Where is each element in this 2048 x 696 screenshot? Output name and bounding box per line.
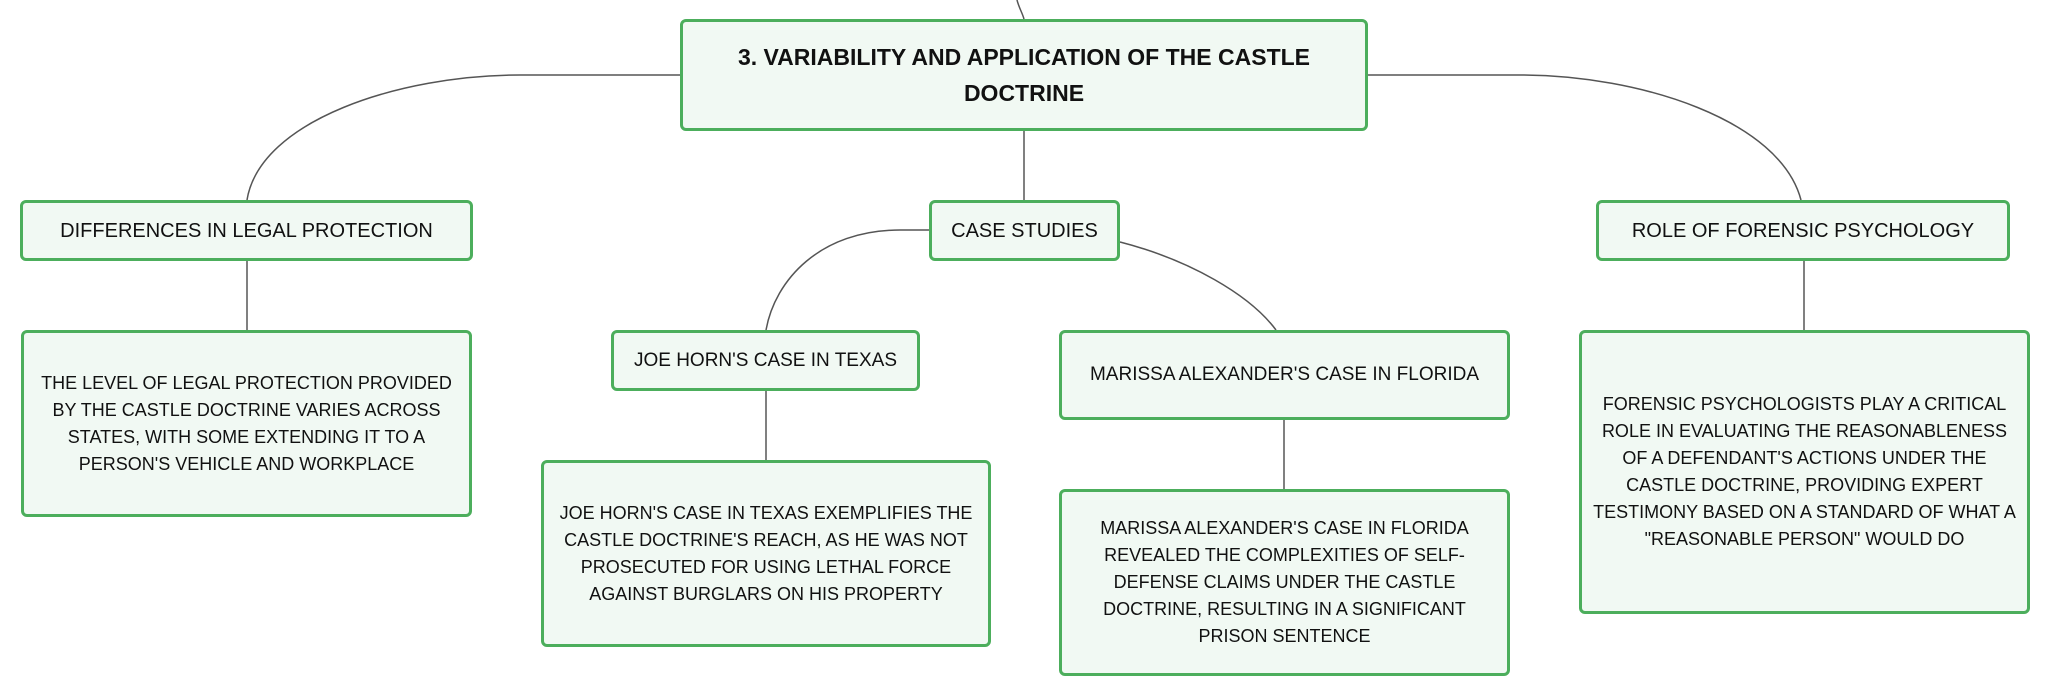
branch-label-forensic-psychology: ROLE OF FORENSIC PSYCHOLOGY bbox=[1631, 219, 1975, 242]
root-topic-title: 3. VARIABILITY AND APPLICATION OF THE CA… bbox=[737, 44, 1311, 106]
branch-node-case-studies[interactable]: CASE STUDIES bbox=[929, 200, 1120, 261]
subtopic-label-marissa-alexander: MARISSA ALEXANDER'S CASE IN FLORIDA bbox=[1089, 364, 1480, 385]
connector-case-studies-to-marissa bbox=[1119, 241, 1277, 331]
subtopic-node-joe-horn[interactable]: JOE HORN'S CASE IN TEXAS bbox=[611, 330, 920, 391]
detail-node-forensic-psychology[interactable]: FORENSIC PSYCHOLOGISTS PLAY A CRITICAL R… bbox=[1579, 330, 2030, 614]
connector-root-to-legal-protection bbox=[246, 74, 680, 201]
detail-node-joe-horn[interactable]: JOE HORN'S CASE IN TEXAS EXEMPLIFIES THE… bbox=[541, 460, 991, 647]
detail-text-forensic-psychology: FORENSIC PSYCHOLOGISTS PLAY A CRITICAL R… bbox=[1593, 394, 2016, 549]
branch-node-forensic-psychology[interactable]: ROLE OF FORENSIC PSYCHOLOGY bbox=[1596, 200, 2010, 261]
connector-parent-to-root bbox=[1016, 0, 1025, 20]
connector-case-studies-to-joe-horn bbox=[765, 229, 929, 331]
detail-text-joe-horn: JOE HORN'S CASE IN TEXAS EXEMPLIFIES THE… bbox=[559, 502, 973, 604]
root-topic-node[interactable]: 3. VARIABILITY AND APPLICATION OF THE CA… bbox=[680, 19, 1368, 131]
detail-node-legal-protection[interactable]: THE LEVEL OF LEGAL PROTECTION PROVIDED B… bbox=[21, 330, 472, 517]
detail-text-marissa-alexander: MARISSA ALEXANDER'S CASE IN FLORIDA REVE… bbox=[1100, 518, 1469, 646]
branch-node-legal-protection[interactable]: DIFFERENCES IN LEGAL PROTECTION bbox=[20, 200, 473, 261]
connector-root-to-forensic-psychology bbox=[1368, 74, 1802, 201]
branch-label-legal-protection: DIFFERENCES IN LEGAL PROTECTION bbox=[60, 219, 433, 242]
subtopic-node-marissa-alexander[interactable]: MARISSA ALEXANDER'S CASE IN FLORIDA bbox=[1059, 330, 1510, 420]
branch-label-case-studies: CASE STUDIES bbox=[951, 219, 1098, 242]
detail-node-marissa-alexander[interactable]: MARISSA ALEXANDER'S CASE IN FLORIDA REVE… bbox=[1059, 489, 1510, 676]
detail-text-legal-protection: THE LEVEL OF LEGAL PROTECTION PROVIDED B… bbox=[41, 372, 452, 474]
subtopic-label-joe-horn: JOE HORN'S CASE IN TEXAS bbox=[633, 349, 897, 371]
